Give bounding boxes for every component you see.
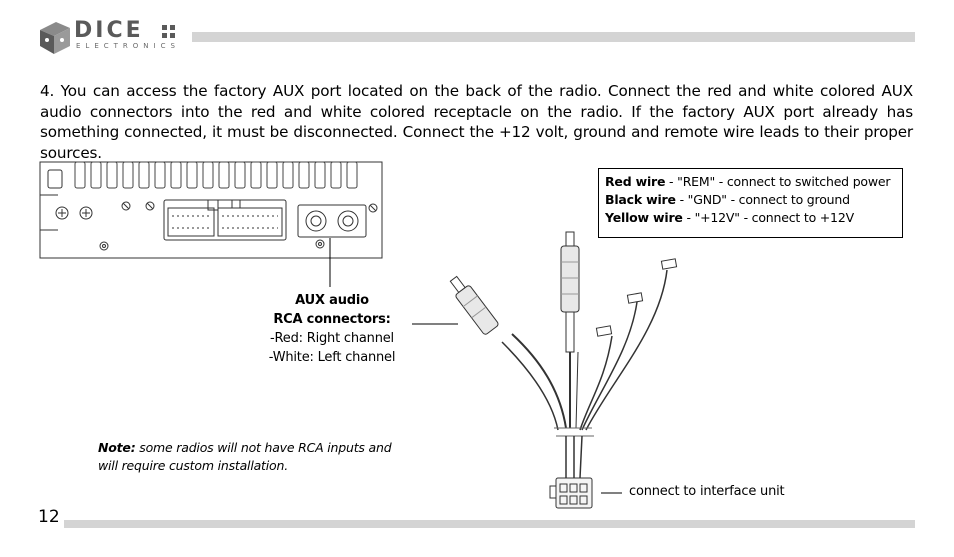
page-number: 12 [38,507,60,527]
aux-title-line1: AUX audio [295,293,369,308]
wire-color-legend: Red wire - "REM" - connect to switched p… [598,168,903,238]
yellow-wire-name: Yellow wire [605,210,683,225]
aux-title-line2: RCA connectors: [273,312,391,327]
red-wire-desc: - "REM" - connect to switched power [665,174,891,189]
legend-black-row: Black wire - "GND" - connect to ground [605,191,896,209]
logo-text: DICE [74,18,144,43]
black-wire-desc: - "GND" - connect to ground [675,192,850,207]
header-rule [192,32,915,42]
aux-callout-label: AUX audio RCA connectors: -Red: Right ch… [252,291,412,367]
logo-subtext: ELECTRONICS [76,42,180,50]
radio-back-panel [39,161,383,259]
dice-cube-icon [40,22,70,54]
footer-rule [64,520,915,528]
connector-callout-label: connect to interface unit [629,484,785,499]
harness-illustration [449,231,678,509]
instruction-paragraph: 4. You can access the factory AUX port l… [40,82,913,162]
red-wire-name: Red wire [605,174,666,189]
black-wire-name: Black wire [605,192,676,207]
aux-white-channel: -White: Left channel [268,350,396,365]
legend-yellow-row: Yellow wire - "+12V" - connect to +12V [605,209,896,227]
legend-red-row: Red wire - "REM" - connect to switched p… [605,173,896,191]
yellow-wire-desc: - "+12V" - connect to +12V [682,210,854,225]
aux-red-channel: -Red: Right channel [270,331,394,346]
dice-logo: DICE ELECTRONICS [38,18,188,58]
note-text: some radios will not have RCA inputs and… [98,440,392,473]
note-label: Note: [98,440,136,455]
installation-note: Note: some radios will not have RCA inpu… [98,439,408,475]
logo-dots-icon [162,25,175,38]
